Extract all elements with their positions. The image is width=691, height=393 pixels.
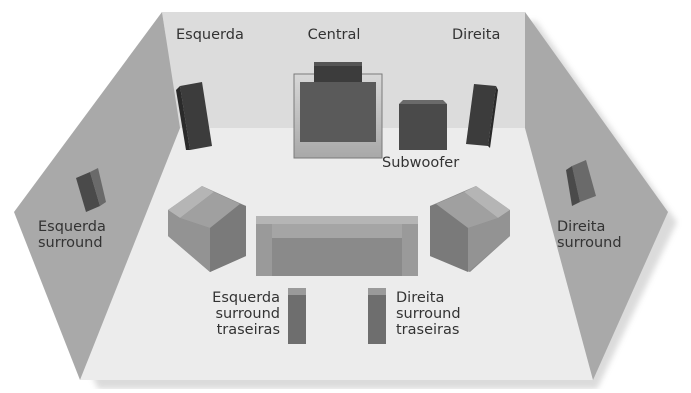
label-surround-right: Direita surround (557, 219, 622, 251)
left-armchair (168, 186, 246, 272)
subwoofer (399, 100, 447, 150)
sofa (256, 216, 418, 276)
rear-right-speaker (368, 288, 386, 344)
label-surround-left: Esquerda surround (38, 219, 106, 251)
label-rear-right: Direita surround traseiras (396, 290, 461, 338)
label-front-right: Direita (452, 27, 501, 43)
label-front-left: Esquerda (176, 27, 244, 43)
label-rear-left: Esquerda surround traseiras (212, 290, 280, 338)
tv-screen (293, 73, 383, 159)
right-armchair (430, 186, 510, 272)
label-subwoofer: Subwoofer (382, 155, 460, 171)
front-right-speaker (466, 84, 498, 148)
front-left-speaker (176, 82, 212, 150)
rear-left-speaker (288, 288, 306, 344)
surround-left-speaker (76, 168, 106, 212)
center-speaker (314, 62, 362, 82)
label-center: Central (307, 27, 361, 43)
right-wall (525, 12, 668, 380)
surround-right-speaker (566, 160, 596, 206)
